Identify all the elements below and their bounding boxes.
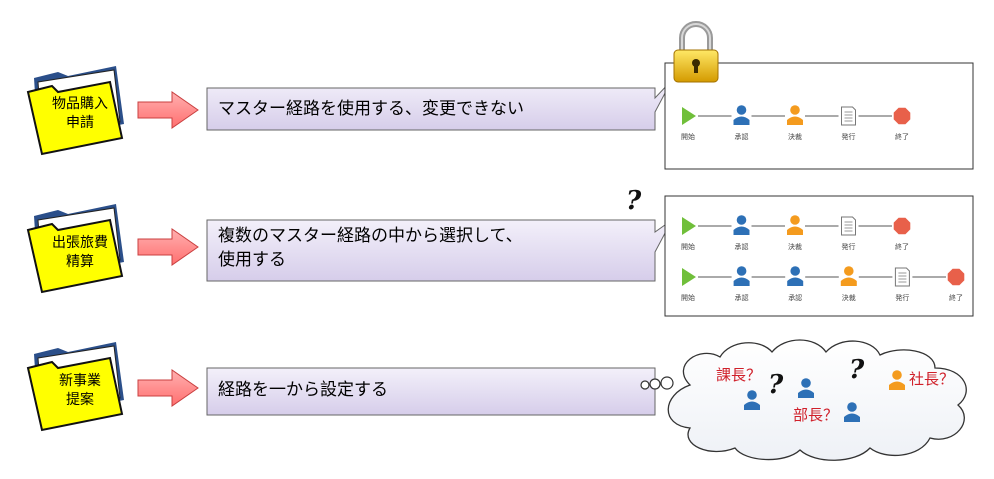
route-step-label: 終了	[949, 294, 963, 302]
folder-label-goods: 物品購入申請	[52, 96, 108, 131]
folder-icon-newbiz	[26, 342, 124, 432]
person-icon	[787, 215, 803, 235]
right-arrow-icon	[137, 228, 199, 266]
cloud-label-shacho: 社長？	[909, 370, 955, 388]
person-icon	[798, 378, 814, 398]
route-step-label: 発行	[841, 133, 856, 141]
folder-label-newbiz: 新事業提案	[59, 373, 101, 408]
cloud-people	[744, 370, 905, 422]
play-icon	[682, 268, 696, 286]
route-step-label: 承認	[734, 243, 749, 251]
person-icon	[733, 266, 750, 286]
question-mark-icon: ?	[849, 355, 865, 385]
route-step-label: 決裁	[788, 133, 802, 141]
folder-label-travel: 出張旅費精算	[52, 235, 108, 270]
cloud-label-bucho: 部長？	[793, 406, 839, 424]
folder-icon-goods	[26, 66, 124, 156]
route-step-label: 発行	[895, 294, 910, 302]
padlock-icon	[673, 21, 719, 83]
description-box-goods	[206, 79, 673, 131]
description-text-goods: マスター経路を使用する、変更できない	[218, 99, 524, 119]
routes-layer	[678, 105, 966, 288]
route-step-label: 終了	[895, 243, 909, 251]
person-icon	[733, 215, 750, 235]
right-arrow-icon	[137, 91, 199, 129]
question-mark-icon: ?	[768, 370, 784, 400]
description-box-travel	[206, 219, 673, 282]
cloud-label-kacho: 課長？	[716, 366, 762, 384]
person-icon	[787, 105, 803, 125]
route-step-label: 決裁	[841, 294, 856, 302]
play-icon	[682, 107, 696, 125]
right-arrow-icon	[137, 369, 199, 407]
route-step-label: 承認	[734, 133, 749, 141]
person-icon	[744, 390, 760, 410]
route-step-label: 発行	[841, 243, 856, 251]
stop-octagon-icon	[893, 107, 911, 125]
document-icon	[894, 267, 910, 287]
route-step-label: 承認	[734, 294, 749, 302]
route-step-label: 開始	[681, 243, 695, 251]
description-text-travel: 複数のマスター経路の中から選択して、使用する	[218, 226, 523, 270]
person-icon	[733, 105, 750, 125]
folder-icon-travel	[26, 204, 124, 294]
person-icon	[840, 266, 857, 286]
document-icon	[841, 106, 856, 126]
route-step-label: 終了	[895, 133, 909, 141]
route-step-label: 承認	[788, 294, 803, 302]
route-step-label: 開始	[681, 133, 695, 141]
route-step-label: 開始	[681, 294, 695, 302]
route-panel-travel	[664, 195, 974, 317]
person-icon	[889, 370, 905, 390]
description-box-newbiz	[206, 367, 656, 416]
document-icon	[841, 216, 856, 236]
route-step-label: 決裁	[788, 243, 802, 251]
person-icon	[787, 266, 804, 286]
stop-octagon-icon	[947, 268, 965, 286]
question-mark-icon: ?	[626, 186, 642, 216]
play-icon	[682, 217, 696, 235]
stop-octagon-icon	[893, 217, 911, 235]
person-icon	[844, 402, 860, 422]
description-text-newbiz: 経路を一から設定する	[218, 380, 388, 400]
thought-cloud-icon	[640, 339, 967, 461]
